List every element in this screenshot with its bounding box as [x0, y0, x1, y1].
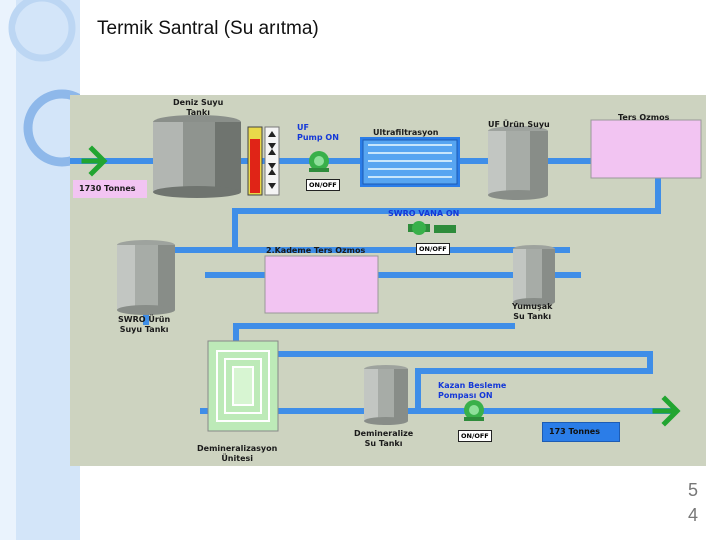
boiler-feed-pump-icon — [464, 400, 484, 421]
swro-valve-status: SWRO VANA ON — [388, 209, 460, 218]
demineralized-water-tank — [364, 365, 408, 425]
swro-product-tank — [117, 240, 175, 315]
uf-product-tank — [488, 126, 548, 200]
seawater-level-indicator — [247, 126, 280, 196]
seawater-tank — [153, 115, 241, 198]
outlet-quantity-display: 173 Tonnes — [542, 422, 620, 442]
demineralized-water-tank-label: Demineralize Su Tankı — [354, 429, 414, 448]
slide-title: Termik Santral (Su arıtma) — [97, 18, 319, 39]
boiler-feed-pump-status: Kazan Besleme Pompası ON — [438, 381, 507, 400]
swro-product-tank-label: SWRO Ürün Suyu Tankı — [118, 315, 171, 334]
inlet-quantity-display: 1730 Tonnes — [73, 180, 147, 198]
uf-pump-status: UF Pump ON — [297, 123, 339, 142]
second-stage-reverse-osmosis-unit — [264, 255, 379, 314]
reverse-osmosis-label: Ters Ozmos — [618, 113, 670, 122]
uf-product-water-label: UF Ürün Suyu — [488, 120, 550, 129]
demineralization-unit-label: Demineralizasyon Ünitesi — [197, 444, 278, 463]
seawater-tank-label: Deniz Suyu Tankı — [173, 98, 224, 117]
soft-water-tank-label: Yumuşak Su Tankı — [512, 302, 553, 321]
page-number-line2: 4 — [688, 505, 699, 525]
soft-water-tank — [513, 245, 555, 306]
boiler-feed-pump-onoff-button[interactable]: ON/OFF — [458, 430, 492, 442]
swro-valve-icon — [408, 221, 456, 235]
second-stage-ro-label: 2.Kademe Ters Ozmos — [266, 246, 366, 255]
water-treatment-diagram: Deniz Suyu Tankı UF Pump ON Ultrafiltras… — [70, 95, 706, 466]
page-number-line1: 5 — [688, 480, 699, 500]
slide-decoration — [0, 0, 80, 540]
uf-pump-icon — [309, 151, 329, 172]
swro-valve-onoff-button[interactable]: ON/OFF — [416, 243, 450, 255]
water-pipes — [70, 158, 672, 414]
uf-pump-onoff-button[interactable]: ON/OFF — [306, 179, 340, 191]
reverse-osmosis-unit — [590, 119, 702, 179]
demineralization-unit — [207, 340, 279, 432]
ultrafiltration-unit — [360, 137, 460, 187]
flow-arrows — [81, 145, 681, 427]
ultrafiltration-label: Ultrafiltrasyon — [373, 128, 439, 137]
